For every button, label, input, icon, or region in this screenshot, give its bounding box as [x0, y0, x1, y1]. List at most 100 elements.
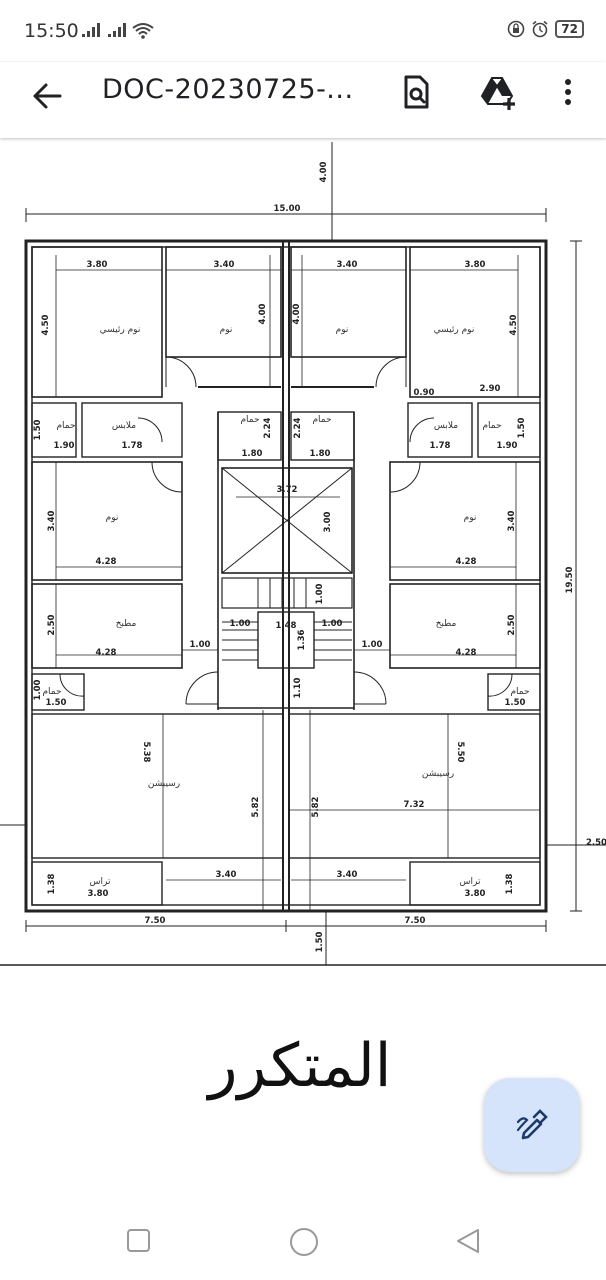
- dim-ac: 4.28: [96, 648, 117, 658]
- dim-ay: 1.38: [47, 873, 57, 894]
- dim-ab: 2.50: [507, 614, 517, 635]
- room-master-left: نوم رئيسي: [100, 325, 141, 335]
- room-bedroom-3: نوم: [106, 513, 119, 523]
- dim-av: 3.40: [337, 870, 358, 880]
- dim-v: 3.00: [323, 511, 333, 532]
- dim-s: 1.80: [242, 449, 263, 459]
- dim-j: 2.90: [480, 384, 501, 394]
- dim-ae: 1.00: [190, 640, 211, 650]
- document-viewer[interactable]: 15.00 4.00 19.50 2.50 7.50 7.50 1.50 3.8…: [0, 140, 606, 1200]
- room-bedroom-1: نوم: [220, 325, 233, 335]
- annotate-fab-button[interactable]: [484, 1078, 580, 1172]
- dim-ao: 1.50: [505, 698, 526, 708]
- room-terrace-1: تراس: [90, 877, 111, 887]
- status-time: 15:50: [24, 20, 79, 42]
- lock-circle-icon: [507, 20, 525, 38]
- alarm-icon: [532, 20, 548, 38]
- dim-c: 3.40: [337, 260, 358, 270]
- dim-o: 1.90: [497, 441, 518, 451]
- dim-top-offset: 4.00: [319, 161, 329, 182]
- dim-ak: 1.36: [297, 629, 307, 650]
- dim-z: 4.28: [456, 557, 477, 567]
- dim-an: 1.50: [46, 698, 67, 708]
- dim-ai: 1.48: [276, 621, 297, 631]
- more-options-icon[interactable]: [548, 72, 588, 112]
- room-terrace-2: تراس: [460, 877, 481, 887]
- room-wc-3: حمام: [312, 415, 331, 425]
- dim-bottom-offset: 1.50: [315, 931, 325, 952]
- dim-au: 3.40: [216, 870, 237, 880]
- dim-ap: 5.38: [141, 742, 151, 763]
- dim-aj: 1.00: [322, 619, 343, 629]
- back-arrow-icon[interactable]: [28, 76, 68, 116]
- dim-r: 2.24: [293, 417, 303, 438]
- app-bar: DOC-20230725-...: [0, 62, 606, 138]
- dim-l: 1.90: [54, 441, 75, 451]
- dim-t: 1.80: [310, 449, 331, 459]
- battery-indicator: 72: [555, 20, 584, 38]
- room-kitchen-1: مطبخ: [116, 619, 137, 629]
- dim-at: 7.32: [404, 800, 425, 810]
- status-bar: 15:50 72: [0, 0, 606, 62]
- room-wc-5: حمام: [42, 687, 61, 697]
- dim-n: 1.78: [430, 441, 451, 451]
- dim-x: 3.40: [507, 510, 517, 531]
- room-kitchen-2: مطبخ: [436, 619, 457, 629]
- dim-bottom-left: 7.50: [145, 916, 166, 926]
- dim-y: 4.28: [96, 557, 117, 567]
- dim-f: 4.50: [509, 314, 519, 335]
- back-triangle-icon[interactable]: [454, 1227, 482, 1255]
- dim-q: 2.24: [263, 417, 273, 438]
- dim-bottom-right: 7.50: [405, 916, 426, 926]
- recents-square-icon[interactable]: [126, 1228, 152, 1254]
- dim-az: 1.38: [505, 873, 515, 894]
- room-reception-2: رسيبشن: [422, 769, 454, 779]
- dim-ax: 3.80: [465, 889, 486, 899]
- dim-aa: 2.50: [47, 614, 57, 635]
- dim-b: 3.40: [214, 260, 235, 270]
- wifi-icon: [132, 23, 154, 39]
- dim-m: 1.78: [122, 441, 143, 451]
- dim-g: 4.00: [258, 303, 268, 324]
- dim-e: 4.50: [41, 314, 51, 335]
- plan-caption: المتكرر: [206, 1031, 392, 1101]
- system-navigation-bar: [0, 1200, 606, 1280]
- add-to-drive-icon[interactable]: [478, 72, 518, 112]
- dim-u: 3.72: [277, 485, 298, 495]
- dim-total-height: 19.50: [565, 566, 575, 593]
- dim-total-width: 15.00: [274, 204, 301, 214]
- find-in-document-icon[interactable]: [396, 72, 436, 112]
- room-master-right: نوم رئيسي: [434, 325, 475, 335]
- room-wc-4: حمام: [482, 421, 501, 431]
- dim-am: 1.00: [33, 679, 43, 700]
- dim-ah: 1.00: [230, 619, 251, 629]
- home-circle-icon[interactable]: [288, 1226, 320, 1258]
- dim-i: 0.90: [414, 388, 435, 398]
- room-wc-1: حمام: [56, 421, 75, 431]
- room-bedroom-4: نوم: [464, 513, 477, 523]
- dim-ar: 5.82: [251, 796, 261, 817]
- dim-as: 5.82: [311, 796, 321, 817]
- dim-p: 1.50: [517, 417, 527, 438]
- dim-aq: 5.50: [455, 742, 465, 763]
- dim-af: 1.00: [362, 640, 383, 650]
- dim-k: 1.50: [33, 419, 43, 440]
- signal-icon-2: [108, 23, 126, 37]
- room-reception-1: رسيبشن: [148, 779, 180, 789]
- floor-plan: 15.00 4.00 19.50 2.50 7.50 7.50 1.50 3.8…: [0, 142, 606, 1101]
- room-dress-2: ملابس: [434, 421, 458, 431]
- dim-w: 3.40: [47, 510, 57, 531]
- dim-right-offset: 2.50: [586, 838, 606, 848]
- signal-icon: [82, 23, 100, 37]
- dim-d: 3.80: [465, 260, 486, 270]
- dim-a: 3.80: [87, 260, 108, 270]
- dim-al: 1.10: [293, 677, 303, 698]
- dim-aw: 3.80: [88, 889, 109, 899]
- room-dress-1: ملابس: [112, 421, 136, 431]
- dim-h: 4.00: [292, 303, 302, 324]
- dim-ag: 1.00: [315, 583, 325, 604]
- room-wc-2: حمام: [240, 415, 259, 425]
- room-wc-6: حمام: [510, 687, 529, 697]
- room-bedroom-2: نوم: [336, 325, 349, 335]
- edit-pen-icon: [516, 1109, 548, 1140]
